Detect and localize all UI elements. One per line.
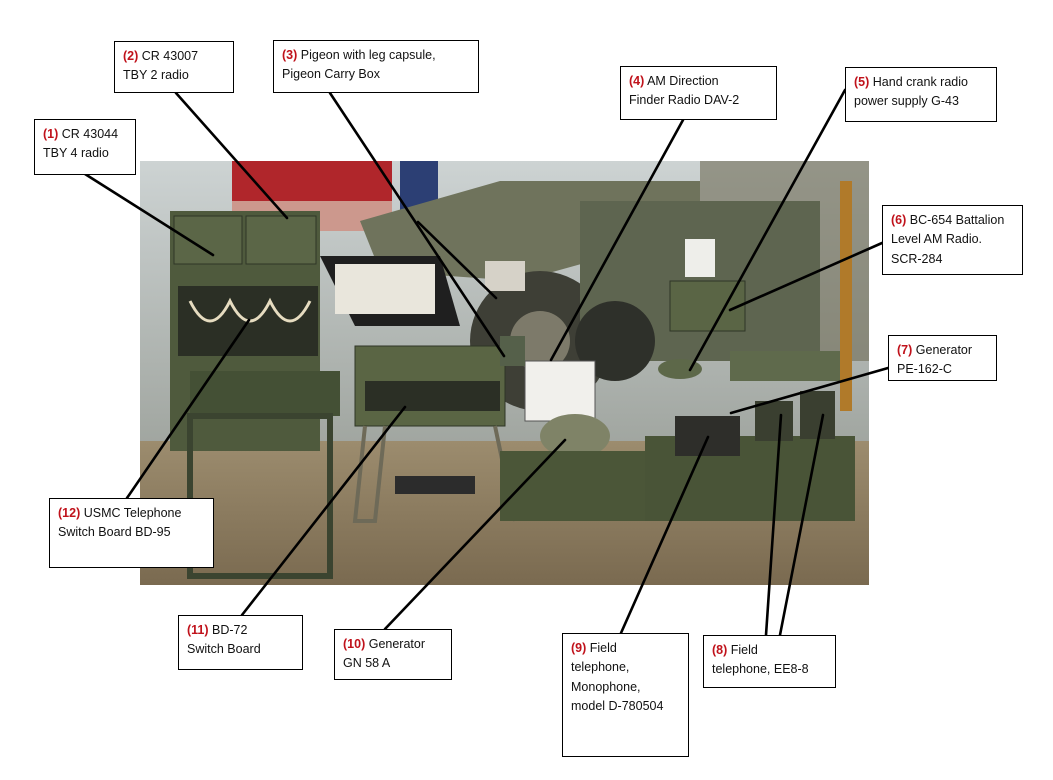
- callout-number: (11): [187, 623, 209, 637]
- callout-12: (12) USMC Telephone Switch Board BD-95: [49, 498, 214, 568]
- g43-hand-crank: [658, 359, 702, 379]
- ee8-telephone-2: [800, 391, 835, 439]
- callout-label: BC-654 Battalion Level AM Radio. SCR-284: [891, 213, 1005, 266]
- callout-6: (6) BC-654 Battalion Level AM Radio. SCR…: [882, 205, 1023, 275]
- bc654-placard: [685, 239, 715, 277]
- display-board-placard: [335, 264, 435, 314]
- pigeon-carry-box: [485, 261, 525, 291]
- callout-label: BD-72 Switch Board: [187, 623, 261, 657]
- callout-label: Generator PE-162-C: [897, 343, 973, 377]
- callout-3: (3) Pigeon with leg capsule, Pigeon Carr…: [273, 40, 479, 93]
- bc654-radio: [669, 280, 746, 332]
- callout-label: Generator GN 58 A: [343, 637, 425, 671]
- callout-label: AM Direction Finder Radio DAV-2: [629, 74, 740, 108]
- callout-number: (2): [123, 49, 139, 63]
- museum-photo: [140, 161, 869, 585]
- tby4-radio: [173, 215, 243, 265]
- callout-8: (8) Field telephone, EE8-8: [703, 635, 836, 688]
- dav2-radio: [500, 336, 525, 366]
- callout-label: Pigeon with leg capsule, Pigeon Carry Bo…: [282, 48, 436, 82]
- callout-label: Field telephone, Monophone, model D-7805…: [571, 641, 664, 714]
- radio-table: [730, 351, 840, 381]
- callout-label: CR 43007 TBY 2 radio: [123, 49, 199, 83]
- dav2-placard: [524, 360, 596, 422]
- callout-number: (3): [282, 48, 298, 62]
- callout-number: (6): [891, 213, 907, 227]
- bd72-jack-row: [365, 381, 500, 411]
- callout-number: (5): [854, 75, 870, 89]
- callout-number: (8): [712, 643, 728, 657]
- callout-label: CR 43044 TBY 4 radio: [43, 127, 119, 161]
- callout-9: (9) Field telephone, Monophone, model D-…: [562, 633, 689, 757]
- callout-number: (1): [43, 127, 59, 141]
- museum-photo-illustration: [140, 161, 869, 585]
- truss-column: [840, 181, 852, 411]
- callout-4: (4) AM Direction Finder Radio DAV-2: [620, 66, 777, 120]
- callout-7: (7) Generator PE-162-C: [888, 335, 997, 381]
- callout-number: (10): [343, 637, 366, 651]
- callout-10: (10) Generator GN 58 A: [334, 629, 452, 680]
- callout-label: Field telephone, EE8-8: [712, 643, 809, 677]
- callout-number: (12): [58, 506, 81, 520]
- callout-label: Hand crank radio power supply G-43: [854, 75, 968, 109]
- folding-stool: [395, 476, 475, 494]
- ee8-telephone-1: [755, 401, 793, 441]
- callout-label: USMC Telephone Switch Board BD-95: [58, 506, 182, 540]
- callout-number: (4): [629, 74, 645, 88]
- tby2-radio: [245, 215, 317, 265]
- ammo-crate-left: [500, 451, 650, 521]
- bd95-base-box: [190, 371, 340, 416]
- callout-5: (5) Hand crank radio power supply G-43: [845, 67, 997, 122]
- callout-1: (1) CR 43044 TBY 4 radio: [34, 119, 136, 175]
- monophone-telephone: [675, 416, 740, 456]
- callout-2: (2) CR 43007 TBY 2 radio: [114, 41, 234, 93]
- callout-11: (11) BD-72 Switch Board: [178, 615, 303, 670]
- callout-number: (9): [571, 641, 587, 655]
- callout-number: (7): [897, 343, 913, 357]
